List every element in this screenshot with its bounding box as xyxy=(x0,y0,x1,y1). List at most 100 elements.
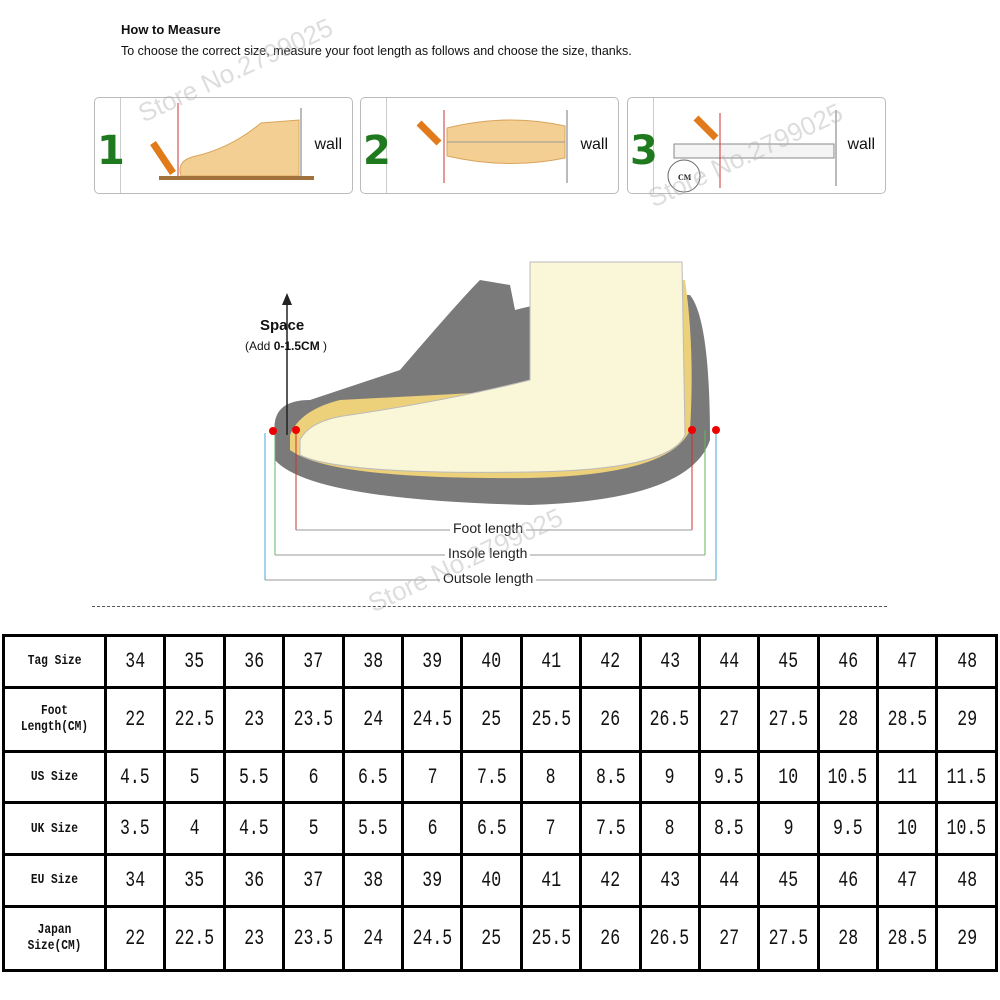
table-cell: 47 xyxy=(876,853,939,908)
table-cell: 25 xyxy=(460,904,523,973)
table-cell: 6 xyxy=(282,749,345,805)
cell-value: 29 xyxy=(956,925,977,951)
table-cell: 5.5 xyxy=(222,749,286,805)
table-cell: 27.5 xyxy=(757,685,820,753)
table-cell: 38 xyxy=(341,853,404,908)
table-cell: 9 xyxy=(638,749,701,805)
row-header: UK Size xyxy=(2,801,107,857)
cell-value: 47 xyxy=(897,867,918,893)
cell-value: 9.5 xyxy=(833,816,863,842)
cell-value: 4.5 xyxy=(239,816,269,842)
table-cell: 34 xyxy=(103,853,167,908)
table-cell: 23.5 xyxy=(282,904,345,973)
cell-value: 44 xyxy=(719,867,739,893)
cell-value: 27.5 xyxy=(768,706,809,732)
cell-value: 37 xyxy=(303,867,324,893)
cell-value: 7 xyxy=(545,816,556,842)
cell-value: 27 xyxy=(719,925,739,951)
cell-value: 9 xyxy=(783,816,794,842)
table-cell: 41 xyxy=(519,853,583,908)
cell-value: 45 xyxy=(778,867,799,893)
cell-value: 6.5 xyxy=(476,816,507,842)
table-cell: 37 xyxy=(282,853,345,908)
table-cell: 25.5 xyxy=(519,904,583,973)
cell-value: 48 xyxy=(956,867,977,893)
cell-value: 22.5 xyxy=(174,925,215,951)
table-cell: 6.5 xyxy=(460,801,523,857)
table-cell: 25.5 xyxy=(519,685,583,753)
table-cell: 22 xyxy=(103,685,167,753)
table-cell: 23 xyxy=(222,685,286,753)
table-cell: 9.5 xyxy=(697,749,761,805)
cell-value: 10.5 xyxy=(946,816,987,842)
cell-value: 7.5 xyxy=(476,764,507,790)
cell-value: 10 xyxy=(897,816,918,842)
table-cell: 4.5 xyxy=(103,749,167,805)
table-cell: 8 xyxy=(638,801,701,857)
table-cell: 7.5 xyxy=(579,801,642,857)
table-cell: 11.5 xyxy=(935,749,998,805)
cell-value: 39 xyxy=(422,648,443,674)
cell-value: 41 xyxy=(541,648,561,674)
cell-value: 39 xyxy=(422,867,443,893)
step-2-panel: 2 wall xyxy=(360,97,619,194)
table-cell: 38 xyxy=(341,634,404,689)
table-cell: 7 xyxy=(519,801,583,857)
table-cell: 7 xyxy=(400,749,464,805)
table-cell: 39 xyxy=(400,853,464,908)
table-cell: 28 xyxy=(816,685,880,753)
cell-value: 24.5 xyxy=(412,706,452,732)
table-cell: 6.5 xyxy=(341,749,404,805)
cell-value: 47 xyxy=(897,648,918,674)
wall-label: wall xyxy=(580,136,608,153)
table-cell: 29 xyxy=(935,904,998,973)
divider xyxy=(92,606,887,607)
cell-value: 5 xyxy=(308,816,319,842)
cell-value: 37 xyxy=(303,648,324,674)
table-cell: 3.5 xyxy=(103,801,167,857)
table-cell: 22.5 xyxy=(163,904,226,973)
cell-value: 35 xyxy=(184,867,205,893)
table-cell: 35 xyxy=(163,853,226,908)
row-header-label: UK Size xyxy=(30,820,79,837)
table-cell: 24 xyxy=(341,685,404,753)
table-cell: 24 xyxy=(341,904,404,973)
cell-value: 26.5 xyxy=(649,925,690,951)
how-to-measure-title: How to Measure xyxy=(121,22,221,37)
table-cell: 44 xyxy=(697,853,761,908)
cell-value: 11 xyxy=(897,764,918,790)
cell-value: 7 xyxy=(427,764,438,790)
shoe-measurement-diagram xyxy=(264,261,720,581)
table-cell: 36 xyxy=(222,634,286,689)
step-3-panel: 3 CM wall xyxy=(627,97,886,194)
table-cell: 45 xyxy=(757,634,820,689)
table-cell: 26 xyxy=(579,685,642,753)
table-cell: 46 xyxy=(816,853,880,908)
table-cell: 11 xyxy=(876,749,939,805)
table-cell: 10 xyxy=(757,749,820,805)
table-cell: 40 xyxy=(460,853,523,908)
row-header: Foot Length(CM) xyxy=(2,685,107,753)
table-cell: 28.5 xyxy=(876,904,939,973)
table-cell: 26.5 xyxy=(638,685,701,753)
cell-value: 25.5 xyxy=(531,706,571,732)
cell-value: 34 xyxy=(125,648,146,674)
cell-value: 24.5 xyxy=(412,925,452,951)
table-cell: 10.5 xyxy=(816,749,880,805)
step-number: 3 xyxy=(630,128,658,174)
cell-value: 28.5 xyxy=(887,706,928,732)
cell-value: 28 xyxy=(837,706,858,732)
cell-value: 9 xyxy=(664,764,675,790)
table-cell: 29 xyxy=(935,685,998,753)
table-cell: 9.5 xyxy=(816,801,880,857)
table-cell: 25 xyxy=(460,685,523,753)
table-cell: 46 xyxy=(816,634,880,689)
cell-value: 38 xyxy=(362,867,383,893)
table-cell: 22 xyxy=(103,904,167,973)
cell-value: 36 xyxy=(244,648,264,674)
cell-value: 40 xyxy=(481,867,502,893)
cell-value: 25.5 xyxy=(531,925,571,951)
